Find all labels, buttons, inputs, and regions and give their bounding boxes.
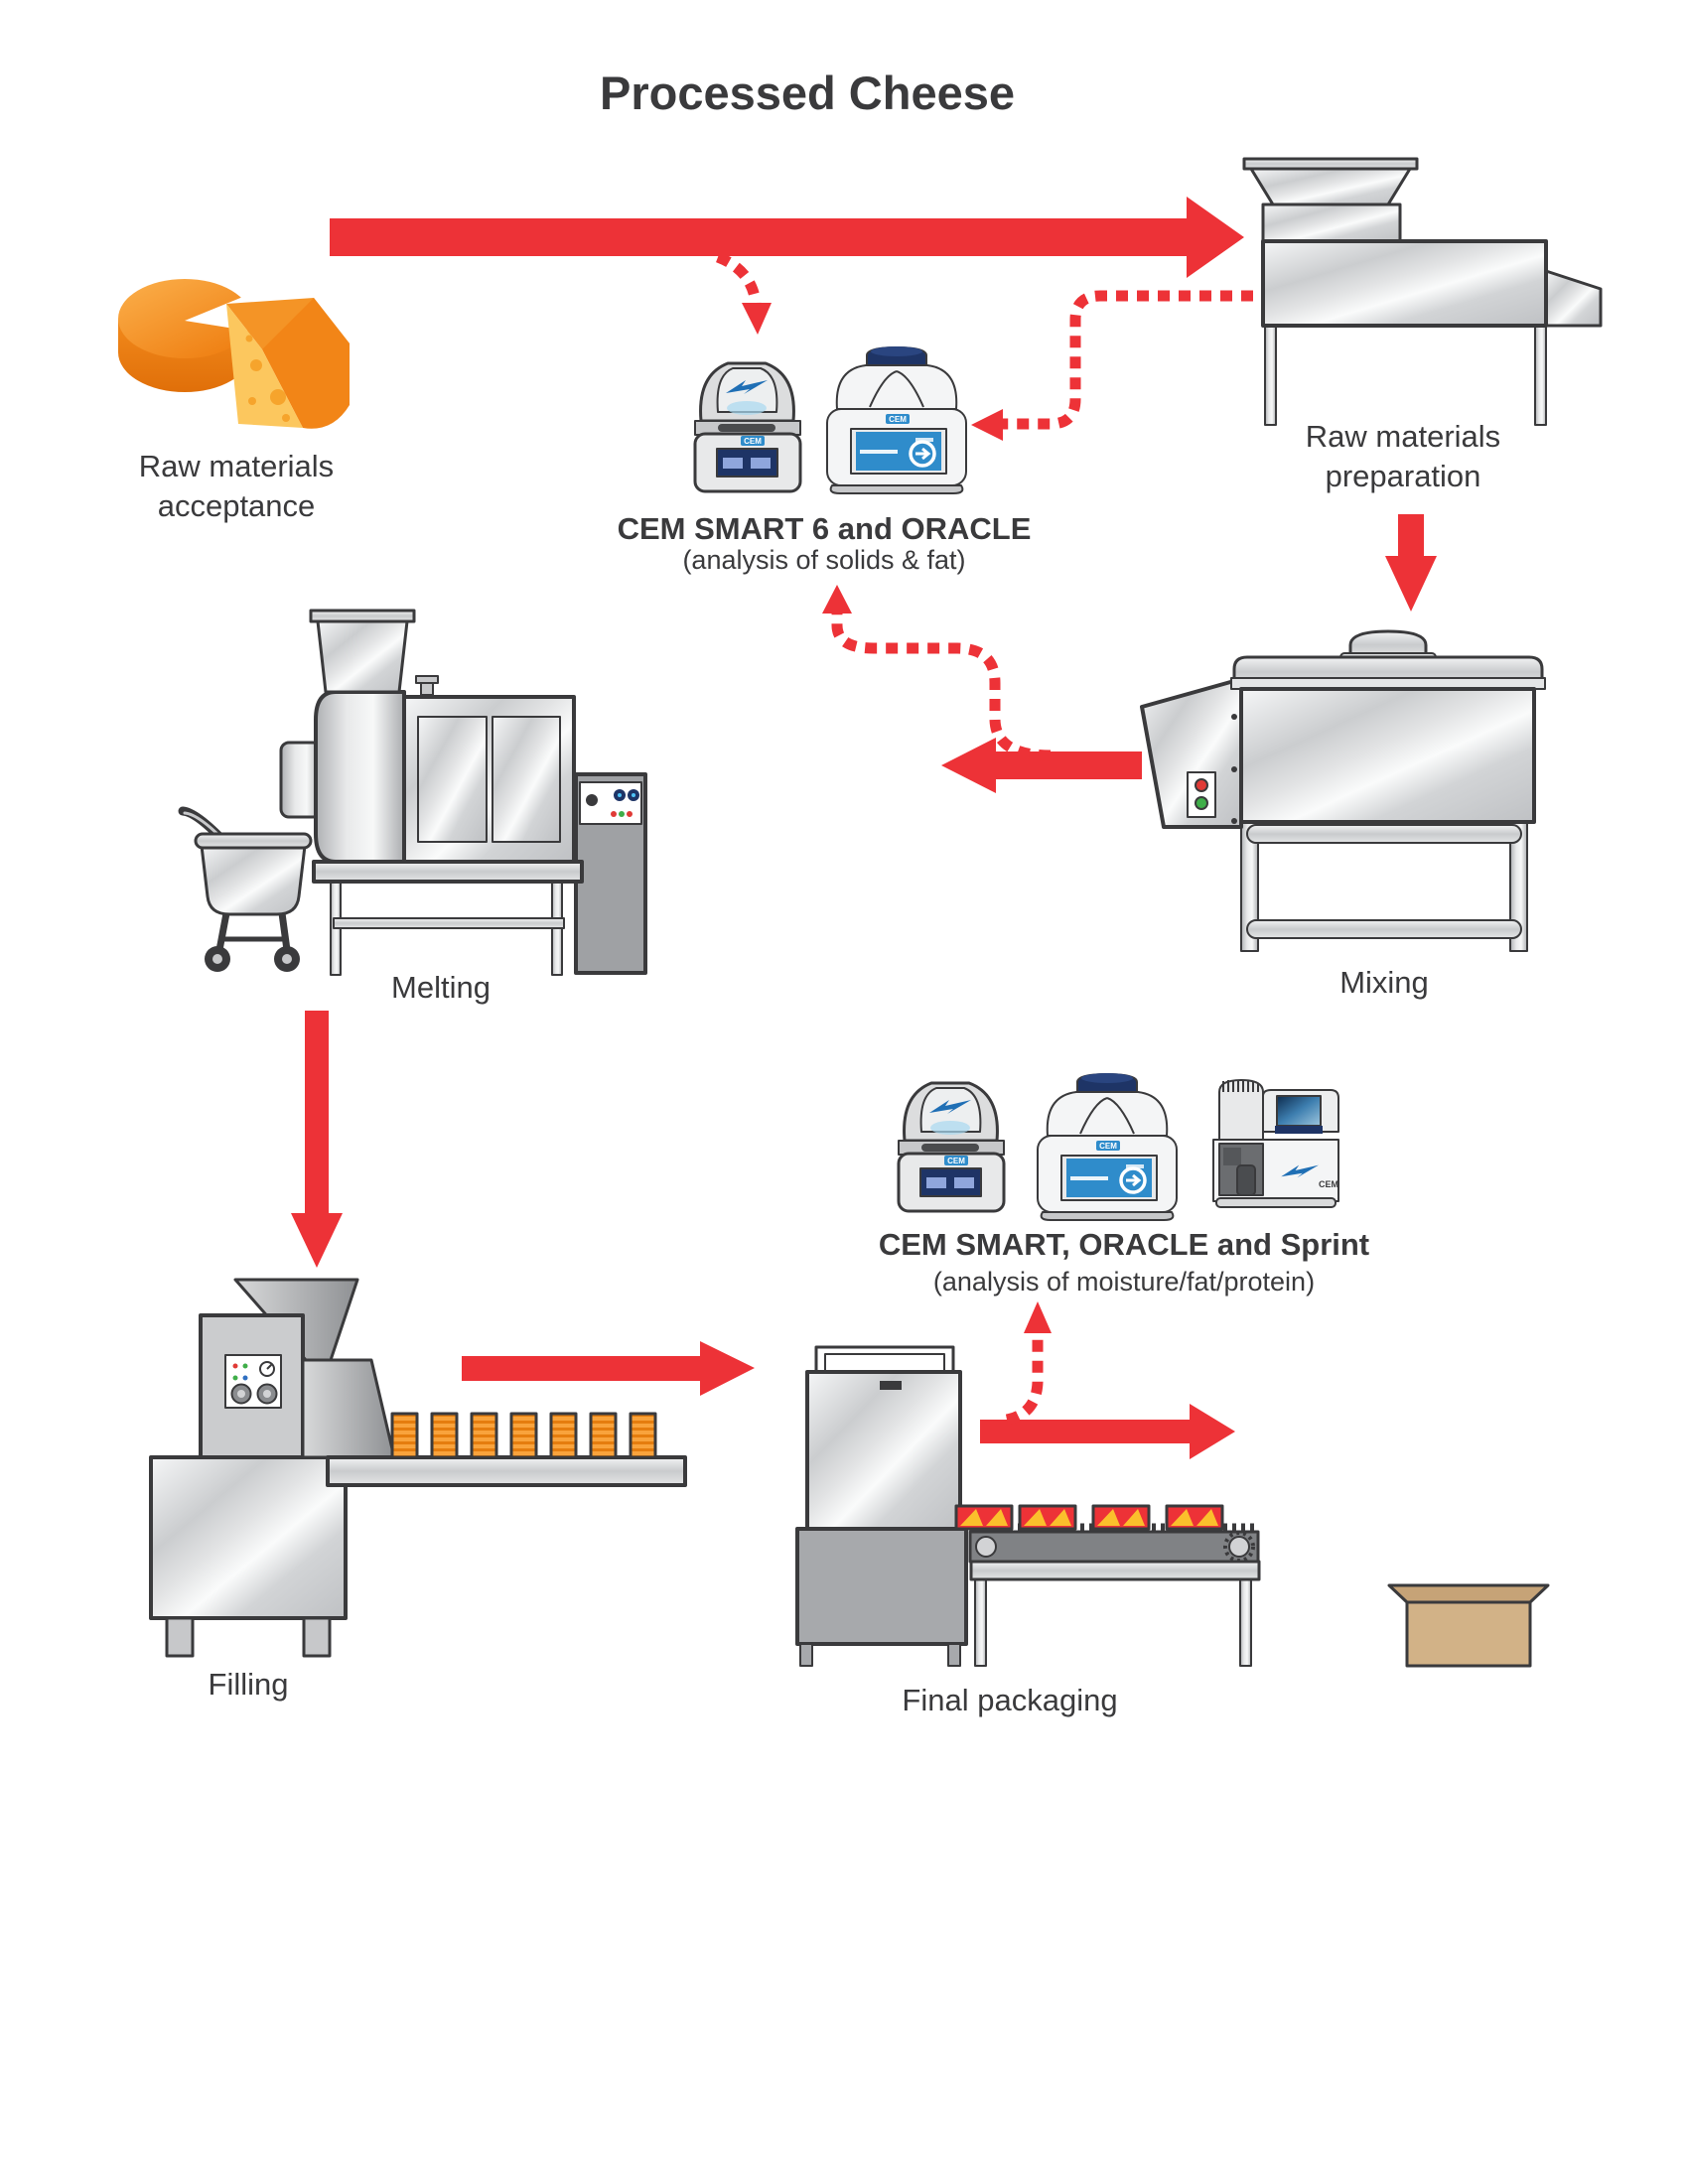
cheese-cart-icon (178, 806, 313, 972)
acceptance-label-line1: Raw materials (139, 449, 334, 483)
station2-purpose-label: (analysis of moisture/fat/protein) (933, 1267, 1315, 1297)
flow-arrow-filling-to-packaging (462, 1341, 755, 1396)
preparation-machine-icon (1242, 157, 1603, 426)
preparation-label-line1: Raw materials (1306, 419, 1500, 454)
oracle-brand-chip: CEM (889, 415, 907, 424)
diagram-title: Processed Cheese (600, 67, 1015, 119)
filling-machine-icon (149, 1278, 687, 1658)
flow-arrow-preparation-to-mixing (1385, 514, 1437, 612)
station1-purpose-label: (analysis of solids & fat) (682, 545, 965, 575)
sample-arrow-melting-to-station1 (822, 585, 1052, 761)
melting-label: Melting (391, 970, 491, 1005)
melting-machine-icon (279, 609, 647, 976)
sample-arrow-to-smart6 (715, 251, 772, 335)
cheese-wheel-icon (118, 279, 350, 429)
filling-label: Filling (209, 1667, 289, 1702)
mixing-machine-icon (1140, 629, 1546, 952)
sample-arrow-preparation-to-oracle (971, 290, 1253, 441)
conveyor-icon (968, 1523, 1261, 1667)
sample-arrow-packaging-to-station2 (1005, 1301, 1052, 1426)
flow-arrow-packaging-output (980, 1404, 1235, 1459)
flow-arrow-melting-to-filling (291, 1011, 343, 1268)
packaging-machine-icon (795, 1345, 968, 1667)
smart6-brand-chip: CEM (744, 437, 762, 446)
preparation-label-line2: preparation (1326, 459, 1481, 493)
acceptance-label-line2: acceptance (158, 488, 316, 523)
station2-instruments-label: CEM SMART, ORACLE and Sprint (879, 1227, 1369, 1262)
station1-instruments-label: CEM SMART 6 and ORACLE (618, 511, 1032, 546)
sprint-brand-chip: CEM (1319, 1179, 1338, 1189)
oracle-instrument-icon: CEM (826, 346, 967, 494)
flow-arrow-mixing-to-melting (941, 738, 1142, 793)
mixing-label: Mixing (1339, 965, 1429, 1000)
sprint-instrument-icon: CEM (1212, 1079, 1339, 1208)
cardboard-box-icon (1387, 1583, 1550, 1668)
packaging-label: Final packaging (902, 1683, 1117, 1717)
smart6-instrument-icon: CEM (693, 361, 802, 493)
flow-arrow-acceptance-to-preparation (330, 197, 1244, 278)
